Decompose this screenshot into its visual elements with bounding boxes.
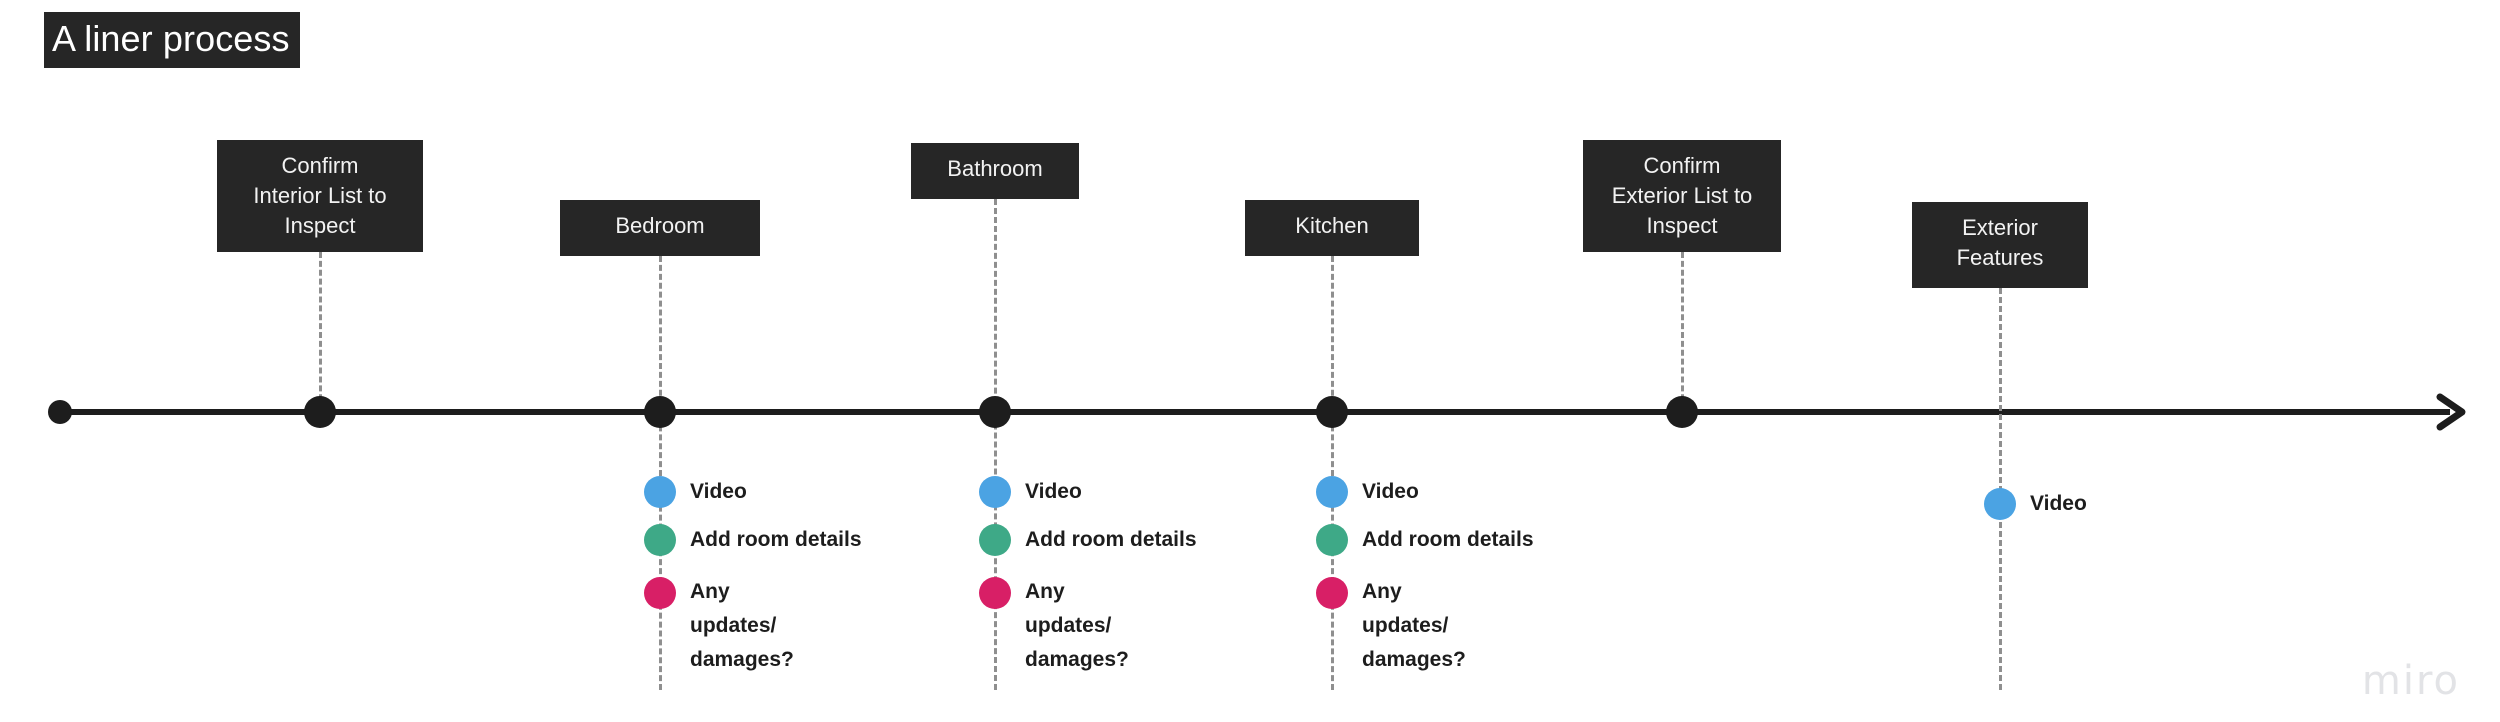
activity-row[interactable]: Video	[979, 476, 1082, 508]
milestone-chip-kitchen[interactable]: Kitchen	[1245, 200, 1419, 256]
milestone-connector	[994, 199, 997, 690]
activity-row[interactable]: Any updates/ damages?	[644, 577, 794, 677]
activity-bullet-video-icon	[1316, 476, 1348, 508]
activity-label: Video	[1362, 480, 1419, 503]
activity-row[interactable]: Video	[1984, 488, 2087, 520]
activity-row[interactable]: Any updates/ damages?	[1316, 577, 1466, 677]
activity-row[interactable]: Video	[1316, 476, 1419, 508]
milestone-chip-confirm-interior-list[interactable]: Confirm Interior List to Inspect	[217, 140, 423, 252]
activity-bullet-updates-damages-icon	[644, 577, 676, 609]
activity-label: Any updates/ damages?	[1362, 580, 1466, 671]
milestone-chip-bathroom[interactable]: Bathroom	[911, 143, 1079, 199]
milestone-connector	[1331, 256, 1334, 690]
activity-bullet-add-room-details-icon	[1316, 524, 1348, 556]
arrow-right-icon	[2432, 389, 2478, 435]
activity-bullet-video-icon	[1984, 488, 2016, 520]
page-title: A liner process	[44, 12, 300, 68]
activity-bullet-add-room-details-icon	[979, 524, 1011, 556]
activity-label: Add room details	[1362, 528, 1534, 551]
activity-label: Video	[2030, 492, 2087, 515]
activity-row[interactable]: Add room details	[1316, 524, 1534, 556]
milestone-connector	[319, 252, 322, 418]
activity-label: Add room details	[690, 528, 862, 551]
activity-label: Any updates/ damages?	[690, 580, 794, 671]
timeline-axis	[60, 409, 2450, 415]
activity-row[interactable]: Add room details	[979, 524, 1197, 556]
milestone-chip-confirm-exterior-list[interactable]: Confirm Exterior List to Inspect	[1583, 140, 1781, 252]
milestone-chip-bedroom[interactable]: Bedroom	[560, 200, 760, 256]
milestone-dot-confirm-exterior-list[interactable]	[1666, 396, 1698, 428]
activity-bullet-video-icon	[644, 476, 676, 508]
activity-row[interactable]: Video	[644, 476, 747, 508]
milestone-dot-kitchen[interactable]	[1316, 396, 1348, 428]
activity-bullet-updates-damages-icon	[979, 577, 1011, 609]
milestone-connector	[1681, 252, 1684, 418]
milestone-dot-bathroom[interactable]	[979, 396, 1011, 428]
activity-bullet-updates-damages-icon	[1316, 577, 1348, 609]
activity-label: Any updates/ damages?	[1025, 580, 1129, 671]
activity-bullet-video-icon	[979, 476, 1011, 508]
milestone-dot-bedroom[interactable]	[644, 396, 676, 428]
miro-watermark: miro	[2361, 658, 2460, 704]
milestone-chip-exterior-features[interactable]: Exterior Features	[1912, 202, 2088, 288]
milestone-dot-confirm-interior-list[interactable]	[304, 396, 336, 428]
activity-row[interactable]: Add room details	[644, 524, 862, 556]
activity-label: Add room details	[1025, 528, 1197, 551]
activity-row[interactable]: Any updates/ damages?	[979, 577, 1129, 677]
milestone-connector	[659, 256, 662, 690]
activity-label: Video	[1025, 480, 1082, 503]
activity-label: Video	[690, 480, 747, 503]
activity-bullet-add-room-details-icon	[644, 524, 676, 556]
